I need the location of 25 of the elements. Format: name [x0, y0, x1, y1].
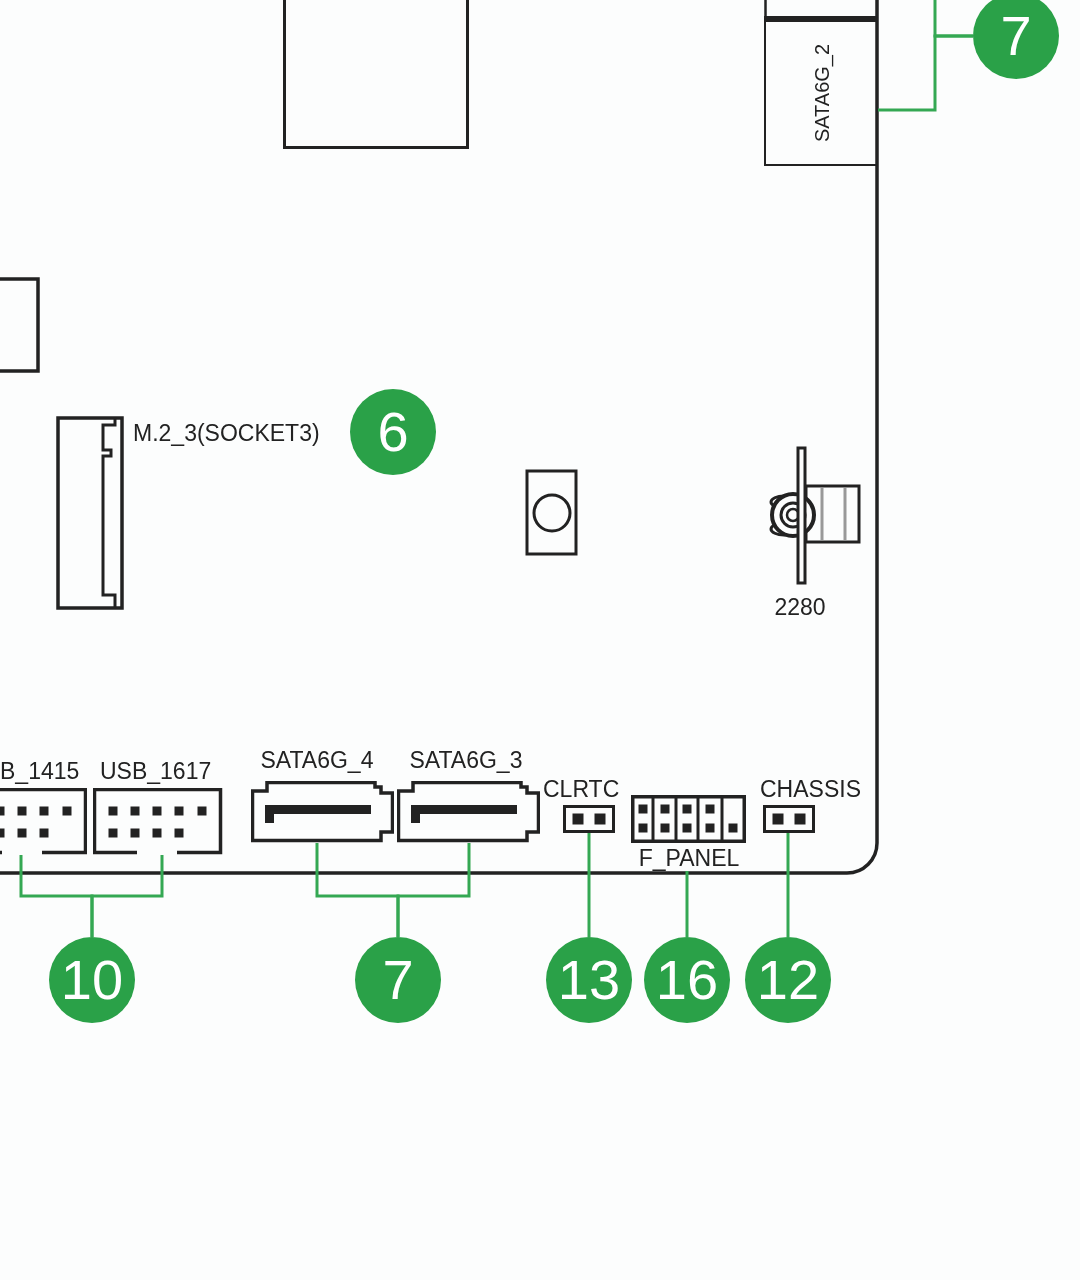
- connector-label: M.2_3(SOCKET3): [133, 422, 320, 445]
- chip-outline: [283, 0, 469, 149]
- leader-line: [90, 855, 164, 937]
- connector-label: USB_1617: [100, 760, 212, 783]
- leader-line: [396, 843, 471, 937]
- connector-label: CLRTC: [543, 778, 620, 801]
- connector-label: SATA6G_4: [260, 749, 374, 772]
- connector-label: F_PANEL: [638, 847, 740, 870]
- leader-line: [587, 833, 591, 937]
- connector-label: B_1415: [0, 760, 80, 783]
- callout-number: 13: [546, 937, 632, 1023]
- leader-line: [685, 871, 689, 937]
- leader-line: [878, 34, 973, 112]
- connector-label: SATA6G_2: [812, 43, 832, 143]
- leader-line: [786, 833, 790, 937]
- connector-label: CHASSIS: [760, 778, 861, 801]
- connector-label: 2280: [774, 596, 826, 619]
- callout-number: 7: [973, 0, 1059, 79]
- callout-number: 10: [49, 937, 135, 1023]
- callout-number: 6: [350, 389, 436, 475]
- callout-number: 16: [644, 937, 730, 1023]
- sata-port: [764, 21, 878, 166]
- callout-number: 7: [355, 937, 441, 1023]
- connector-label: SATA6G_3: [409, 749, 523, 772]
- callout-number: 12: [745, 937, 831, 1023]
